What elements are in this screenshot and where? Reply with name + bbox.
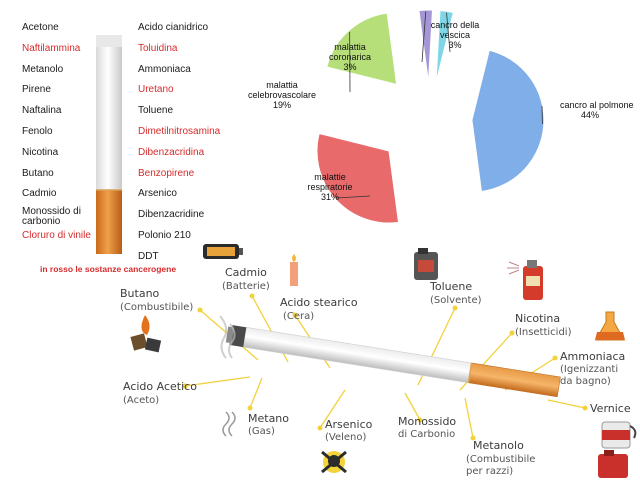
pie-value-label: 3% — [343, 62, 356, 72]
pie-value-label: 3% — [448, 40, 461, 50]
pie-label: celebrovascolare — [248, 90, 316, 100]
label-butano-sub: (Combustibile) — [120, 302, 193, 313]
candle-icon — [290, 254, 298, 286]
label-acido-acetico-sub: (Aceto) — [123, 395, 159, 406]
pie-value-label: 31% — [321, 192, 339, 202]
label-cadmio-sub: (Batterie) — [222, 281, 270, 292]
pie-value-label: 44% — [581, 110, 599, 120]
label-toluene-sub: (Solvente) — [430, 295, 482, 306]
label-metanolo-sub: (Combustibile — [466, 454, 535, 465]
pie-slice — [435, 9, 455, 83]
pie-label: malattia — [266, 80, 298, 90]
substance-item: Naftilammina — [22, 42, 81, 54]
pie-slice — [418, 9, 434, 83]
pie-label: coronarica — [329, 52, 371, 62]
pie-label: cancro della — [431, 20, 480, 30]
skull-icon — [321, 450, 347, 474]
label-toluene: Toluene — [429, 280, 472, 293]
label-acido-stearico: Acido stearico — [280, 296, 358, 309]
label-ammoniaca-sub2: da bagno) — [560, 376, 611, 387]
substance-item: Toluidina — [138, 42, 178, 54]
substance-item: DDT — [138, 250, 159, 262]
pie-slice — [471, 49, 545, 193]
label-metano: Metano — [248, 412, 289, 425]
label-cadmio: Cadmio — [225, 266, 267, 279]
spray-can-icon — [507, 260, 543, 300]
substance-item: Naftalina — [22, 105, 62, 117]
substance-item: Benzopirene — [138, 167, 195, 179]
substance-item: Nicotina — [22, 146, 59, 158]
flame-icon — [130, 315, 162, 353]
solvent-can-icon — [414, 248, 438, 280]
label-nicotina: Nicotina — [515, 312, 560, 325]
pie-slice — [326, 12, 398, 86]
label-acido-stearico-sub: (Cera) — [283, 311, 314, 322]
label-arsenico: Arsenico — [325, 418, 373, 431]
cigarette-components-diagram: Cadmio (Batterie) Butano (Combustibile) … — [120, 244, 637, 478]
carcinogen-note: in rosso le sostanze cancerogene — [40, 264, 177, 274]
substance-item: Acido cianidrico — [138, 22, 209, 33]
substance-item: Metanolo — [22, 63, 64, 75]
pie-label: respiratorie — [307, 182, 352, 192]
substance-item: Cadmio — [22, 188, 57, 200]
substance-item: Monossido di carbonio — [22, 206, 81, 228]
pie-label: cancro al polmone — [560, 100, 634, 110]
diagram-labels: Cadmio (Batterie) Butano (Combustibile) … — [120, 266, 631, 477]
cigarette-horizontal — [225, 325, 561, 398]
pie-leader-line — [421, 11, 427, 63]
label-metanolo-sub2: per razzi) — [466, 466, 513, 477]
substance-item: Acetone — [22, 22, 59, 33]
pie-label: vescica — [440, 30, 470, 40]
paint-can-icon — [601, 421, 637, 449]
label-monossido: Monossido — [398, 415, 456, 428]
label-acido-acetico: Acido Acetico — [123, 380, 197, 393]
pie-value-label: 19% — [273, 100, 291, 110]
substance-item: Dibenzacridina — [138, 146, 205, 158]
substance-item: Arsenico — [138, 188, 177, 200]
cigarette-vertical — [96, 35, 122, 254]
battery-icon — [203, 244, 243, 259]
pie-leader-line — [446, 12, 451, 53]
substance-item: Pirene — [22, 84, 51, 96]
substance-item: Ammoniaca — [138, 63, 191, 75]
label-metanolo: Metanolo — [473, 439, 524, 452]
fuel-can-icon — [598, 450, 628, 478]
pie-label: malattie — [314, 172, 346, 182]
pie-label: malattia — [334, 42, 366, 52]
label-arsenico-sub: (Veleno) — [325, 432, 367, 443]
flask-icon — [595, 311, 625, 341]
substance-item: Dibenzacridine — [138, 209, 205, 221]
pie-slice — [316, 132, 400, 224]
substance-item: Uretano — [138, 84, 174, 96]
substance-item: Butano — [22, 167, 54, 179]
substance-item: Polonio 210 — [138, 229, 191, 241]
label-ammoniaca: Ammoniaca — [560, 350, 625, 363]
gas-icon — [222, 411, 236, 437]
label-monossido-sub: di Carbonio — [398, 429, 455, 440]
pie-leader-line — [336, 195, 371, 199]
label-metano-sub: (Gas) — [248, 426, 275, 437]
label-vernice: Vernice — [590, 402, 631, 415]
substance-item: Cloruro di vinile — [22, 230, 91, 242]
label-ammoniaca-sub: (Igenizzanti — [560, 364, 618, 375]
substance-item: Dimetilnitrosamina — [138, 125, 221, 137]
label-nicotina-sub: (Insetticidi) — [515, 327, 572, 338]
substance-item: Fenolo — [22, 125, 53, 137]
smoke-icon — [219, 315, 236, 359]
substance-item: Toluene — [138, 105, 174, 117]
label-butano: Butano — [120, 287, 160, 300]
